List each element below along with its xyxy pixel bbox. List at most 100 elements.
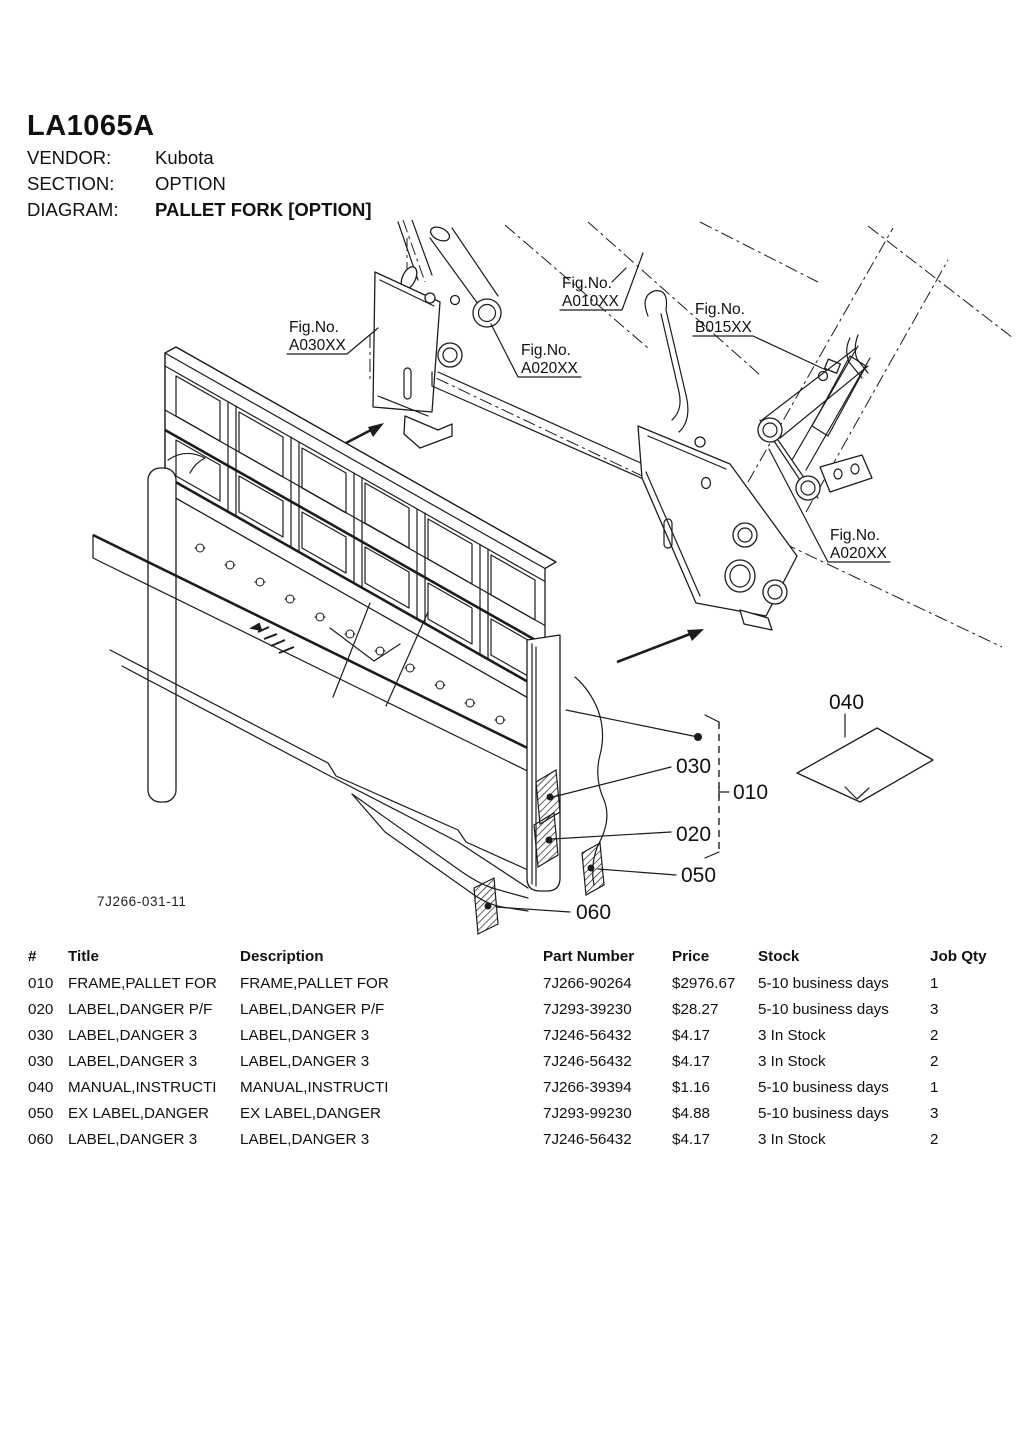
vendor-row: VENDOR: Kubota (27, 147, 214, 169)
cell-job-qty: 3 (930, 1104, 939, 1122)
cell-description: FRAME,PALLET FOR (240, 974, 389, 992)
table-row: 020 LABEL,DANGER P/F LABEL,DANGER P/F 7J… (0, 996, 1024, 1022)
diagram-label: DIAGRAM: (27, 199, 119, 220)
cell-stock: 3 In Stock (758, 1052, 826, 1070)
cell-job-qty: 2 (930, 1052, 939, 1070)
fig-label-a020xx-center: Fig.No. A020XX (490, 323, 582, 378)
cell-description: LABEL,DANGER 3 (240, 1052, 370, 1070)
cell-price: $2976.67 (672, 974, 736, 992)
col-title: Title (68, 947, 99, 965)
section-label: SECTION: (27, 173, 115, 194)
cell-title: LABEL,DANGER 3 (68, 1052, 198, 1070)
cell-part-number: 7J246-56432 (543, 1130, 632, 1148)
cell-price: $4.88 (672, 1104, 711, 1122)
cell-title: LABEL,DANGER P/F (68, 1000, 213, 1018)
cell-num: 010 (28, 974, 54, 992)
cell-title: EX LABEL,DANGER (68, 1104, 209, 1122)
fig-ref-labels: Fig.No. A030XX Fig.No. A010XX Fig.No. A0… (286, 252, 891, 563)
cell-title: FRAME,PALLET FOR (68, 974, 217, 992)
cell-stock: 5-10 business days (758, 1078, 889, 1096)
cell-stock: 3 In Stock (758, 1026, 826, 1044)
cell-description: MANUAL,INSTRUCTI (240, 1078, 389, 1096)
cell-num: 030 (28, 1026, 54, 1044)
callout-030: 030 (676, 755, 711, 778)
backrest-grid-panel (164, 346, 557, 709)
fig-a020c-prefix: Fig.No. (521, 342, 571, 359)
callout-050: 050 (681, 864, 716, 887)
right-mount-assembly (637, 347, 873, 631)
fig-a010-prefix: Fig.No. (562, 275, 612, 292)
callout-040: 040 (829, 691, 864, 714)
col-job-qty: Job Qty (930, 947, 987, 965)
cell-price: $28.27 (672, 1000, 719, 1018)
fig-label-a020xx-right: Fig.No. A020XX (768, 448, 891, 563)
col-stock: Stock (758, 947, 800, 965)
callout-leaders (484, 709, 730, 913)
cell-price: $4.17 (672, 1026, 711, 1044)
table-row: 030 LABEL,DANGER 3 LABEL,DANGER 3 7J246-… (0, 1048, 1024, 1074)
parts-table-header: # Title Description Part Number Price St… (0, 942, 1024, 970)
center-mount-assembly (372, 220, 673, 489)
callout-060: 060 (576, 901, 611, 924)
col-num: # (28, 947, 37, 965)
cell-num: 030 (28, 1052, 54, 1070)
manual-sheet-040 (796, 713, 934, 803)
fig-label-a010xx: Fig.No. A010XX (559, 252, 644, 311)
fig-a030-prefix: Fig.No. (289, 319, 339, 336)
pallet-fork-diagram: 040 030 010 020 050 060 Fig.No. A030XX F… (0, 220, 1024, 940)
parts-table: # Title Description Part Number Price St… (0, 942, 1024, 1152)
cell-description: EX LABEL,DANGER (240, 1104, 381, 1122)
cell-job-qty: 3 (930, 1000, 939, 1018)
cell-num: 060 (28, 1130, 54, 1148)
cell-part-number: 7J266-39394 (543, 1078, 632, 1096)
cell-title: LABEL,DANGER 3 (68, 1130, 198, 1148)
col-price: Price (672, 947, 710, 965)
cell-description: LABEL,DANGER 3 (240, 1130, 370, 1148)
left-side-plate (147, 452, 206, 803)
cell-num: 040 (28, 1078, 54, 1096)
page-title-model: LA1065A (27, 110, 155, 142)
col-part-number: Part Number (543, 947, 635, 965)
table-row: 040 MANUAL,INSTRUCTI MANUAL,INSTRUCTI 7J… (0, 1074, 1024, 1100)
callout-010: 010 (733, 781, 768, 804)
cell-part-number: 7J293-39230 (543, 1000, 632, 1018)
table-row: 030 LABEL,DANGER 3 LABEL,DANGER 3 7J246-… (0, 1022, 1024, 1048)
cell-stock: 5-10 business days (758, 1104, 889, 1122)
fig-b015-prefix: Fig.No. (695, 301, 745, 318)
fig-label-a030xx: Fig.No. A030XX (286, 319, 379, 355)
diagram-row: DIAGRAM: PALLET FORK [OPTION] (27, 199, 372, 221)
callout-numbers: 040 030 010 020 050 060 (576, 691, 864, 924)
table-row: 010 FRAME,PALLET FOR FRAME,PALLET FOR 7J… (0, 970, 1024, 996)
section-row: SECTION: OPTION (27, 173, 226, 195)
fig-a020r-code: A020XX (830, 545, 888, 562)
assembly-arrows (345, 423, 704, 664)
cell-stock: 3 In Stock (758, 1130, 826, 1148)
cell-num: 050 (28, 1104, 54, 1122)
cell-price: $4.17 (672, 1052, 711, 1070)
vendor-label: VENDOR: (27, 147, 112, 168)
cell-price: $1.16 (672, 1078, 711, 1096)
tiny-decal-marks (249, 622, 295, 654)
cell-part-number: 7J266-90264 (543, 974, 632, 992)
drawing-number: 7J266-031-11 (97, 894, 187, 909)
vendor-value: Kubota (155, 147, 214, 168)
callout-020: 020 (676, 823, 711, 846)
cell-part-number: 7J293-99230 (543, 1104, 632, 1122)
cell-job-qty: 2 (930, 1130, 939, 1148)
cell-job-qty: 1 (930, 974, 939, 992)
fig-a010-code: A010XX (562, 293, 620, 310)
cell-stock: 5-10 business days (758, 1000, 889, 1018)
cell-price: $4.17 (672, 1130, 711, 1148)
diagram-value: PALLET FORK [OPTION] (155, 199, 372, 220)
cell-part-number: 7J246-56432 (543, 1026, 632, 1044)
cell-stock: 5-10 business days (758, 974, 889, 992)
fig-b015-code: B015XX (695, 319, 753, 336)
fig-label-b015xx: Fig.No. B015XX (692, 301, 827, 371)
fig-a020r-prefix: Fig.No. (830, 527, 880, 544)
table-row: 060 LABEL,DANGER 3 LABEL,DANGER 3 7J246-… (0, 1126, 1024, 1152)
fig-a020c-code: A020XX (521, 360, 579, 377)
cell-title: MANUAL,INSTRUCTI (68, 1078, 217, 1096)
cell-part-number: 7J246-56432 (543, 1052, 632, 1070)
section-value: OPTION (155, 173, 226, 194)
